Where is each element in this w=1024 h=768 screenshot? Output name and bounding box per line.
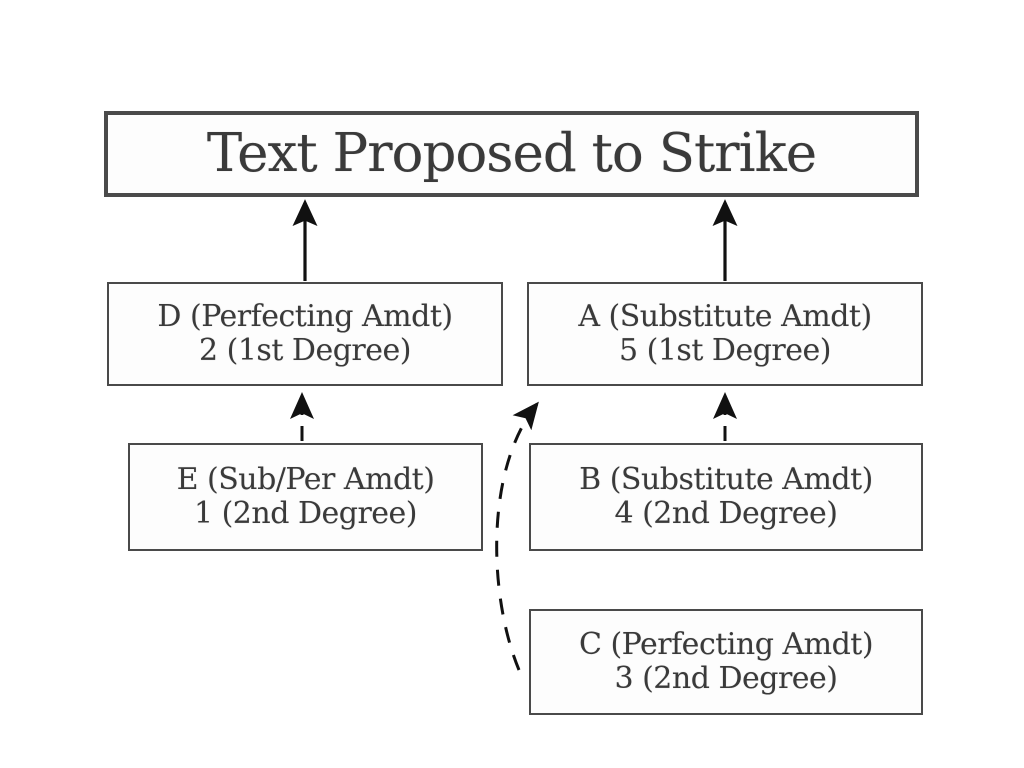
node-c-line2: 3 (2nd Degree): [614, 661, 838, 696]
node-c-line1: C (Perfecting Amdt): [578, 627, 874, 663]
node-a[interactable]: A (Substitute Amdt) 5 (1st Degree): [527, 282, 923, 386]
node-b-line2: 4 (2nd Degree): [614, 496, 838, 531]
node-b-line1: B (Substitute Amdt): [579, 462, 873, 498]
node-a-line2: 5 (1st Degree): [619, 333, 831, 368]
node-e[interactable]: E (Sub/Per Amdt) 1 (2nd Degree): [128, 443, 483, 551]
node-a-line1: A (Substitute Amdt): [578, 299, 872, 335]
node-text-proposed-to-strike[interactable]: Text Proposed to Strike: [104, 111, 919, 197]
node-c[interactable]: C (Perfecting Amdt) 3 (2nd Degree): [529, 609, 923, 715]
node-d-line1: D (Perfecting Amdt): [157, 299, 453, 335]
node-title-label: Text Proposed to Strike: [206, 123, 817, 185]
node-d[interactable]: D (Perfecting Amdt) 2 (1st Degree): [107, 282, 503, 386]
node-e-line2: 1 (2nd Degree): [193, 496, 418, 531]
node-e-line1: E (Sub/Per Amdt): [176, 462, 435, 498]
node-d-line2: 2 (1st Degree): [199, 333, 411, 368]
node-b[interactable]: B (Substitute Amdt) 4 (2nd Degree): [529, 443, 923, 551]
